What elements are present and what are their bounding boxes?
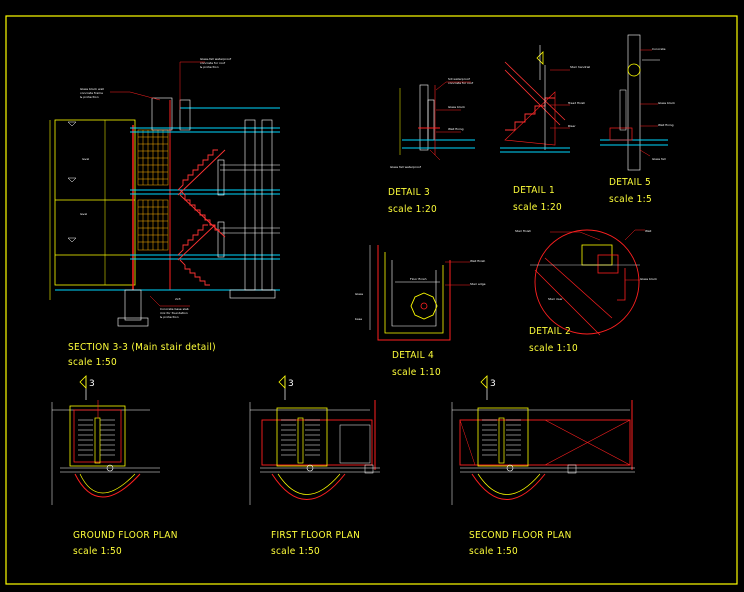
first-floor-plan-scale: scale 1:50 [271, 546, 320, 557]
svg-text:Glass block: Glass block [658, 101, 675, 105]
ground-section-marker: 3 [79, 375, 95, 400]
section-3-3-scale: scale 1:50 [68, 357, 117, 368]
svg-text:Glass block wall: Glass block wall [80, 87, 104, 91]
ground-floor-plan-drawing [51, 400, 160, 505]
ground-section-number: 3 [89, 379, 95, 389]
svg-text:Riser: Riser [568, 124, 576, 128]
detail-1-scale: scale 1:20 [513, 202, 562, 213]
svg-text:mix for foundation: mix for foundation [160, 311, 188, 315]
detail-2-title: DETAIL 2 [529, 326, 571, 337]
second-floor-plan-title: SECOND FLOOR PLAN [469, 530, 572, 541]
ground-floor-plan-title: GROUND FLOOR PLAN [73, 530, 178, 541]
svg-text:Stair riser: Stair riser [548, 297, 563, 301]
detail-3-title: DETAIL 3 [388, 187, 430, 198]
svg-text:Glass fall: Glass fall [652, 157, 666, 161]
svg-text:Glass block: Glass block [448, 105, 465, 109]
svg-text:concrete for roof: concrete for roof [200, 61, 226, 65]
svg-text:Wall: Wall [645, 229, 651, 233]
svg-text:level: level [82, 157, 89, 161]
detail-5-title: DETAIL 5 [609, 177, 651, 188]
detail-5-scale: scale 1:5 [609, 194, 652, 205]
svg-text:Glass fall waterproof: Glass fall waterproof [390, 165, 422, 169]
svg-text:concrete frame: concrete frame [80, 91, 103, 95]
svg-text:2x3: 2x3 [175, 297, 181, 301]
second-floor-plan-drawing [451, 400, 635, 505]
svg-text:Glass-fall waterproof: Glass-fall waterproof [200, 57, 232, 61]
svg-text:Glass: Glass [355, 292, 364, 296]
ground-floor-plan-scale: scale 1:50 [73, 546, 122, 557]
svg-text:& protection: & protection [80, 95, 99, 99]
sheet-border [5, 15, 738, 585]
svg-text:Glass block: Glass block [640, 277, 657, 281]
detail-3-scale: scale 1:20 [388, 204, 437, 215]
second-floor-plan-scale: scale 1:50 [469, 546, 518, 557]
svg-text:Stair finish: Stair finish [515, 229, 531, 233]
section-3-3-title: SECTION 3-3 (Main stair detail) [68, 342, 216, 353]
svg-text:base: base [355, 317, 362, 321]
svg-text:Wall fixing: Wall fixing [658, 123, 674, 127]
svg-text:Wall finish: Wall finish [470, 259, 485, 263]
svg-text:Wall fixing: Wall fixing [448, 127, 464, 131]
svg-text:level: level [80, 212, 87, 216]
first-section-number: 3 [288, 379, 294, 389]
detail-1-title: DETAIL 1 [513, 185, 555, 196]
svg-text:& protection: & protection [200, 65, 219, 69]
detail-4-scale: scale 1:10 [392, 367, 441, 378]
svg-text:& protection: & protection [160, 315, 179, 319]
detail-2-scale: scale 1:10 [529, 343, 578, 354]
svg-text:Concrete: Concrete [652, 47, 666, 51]
svg-text:Floor finish: Floor finish [410, 277, 427, 281]
svg-text:Stair handrail: Stair handrail [570, 65, 590, 69]
svg-text:Stair edge: Stair edge [470, 282, 486, 286]
first-floor-plan-drawing [249, 400, 380, 505]
first-section-marker: 3 [278, 375, 294, 400]
second-section-number: 3 [490, 379, 496, 389]
svg-text:concrete for roof: concrete for roof [448, 81, 474, 85]
second-section-marker: 3 [480, 375, 496, 400]
svg-text:Tread finish: Tread finish [567, 101, 585, 105]
detail-4-title: DETAIL 4 [392, 350, 434, 361]
first-floor-plan-title: FIRST FLOOR PLAN [271, 530, 361, 541]
svg-text:Concrete base slab: Concrete base slab [160, 307, 189, 311]
svg-text:Sill waterproof: Sill waterproof [448, 77, 471, 81]
